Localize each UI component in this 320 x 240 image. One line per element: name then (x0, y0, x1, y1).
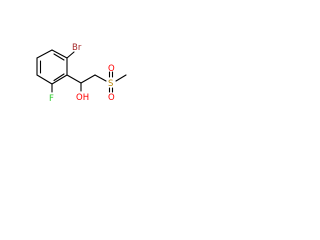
c-br-bond (66, 51, 75, 59)
ch2-to-s-bond (94, 74, 107, 82)
fluorine-label: F (49, 94, 54, 104)
ring-bond-5 (36, 74, 53, 85)
hydroxyl-label: OH (76, 93, 89, 103)
oxygen-bottom-label: O (108, 93, 115, 103)
structure-canvas: Br F OH S O O (36, 43, 127, 104)
ring-double-bond-2 (53, 53, 65, 61)
ring-bond-4 (51, 74, 68, 85)
ring-double-bond-3 (53, 73, 65, 82)
carbinol-to-ch2-bond (80, 74, 96, 84)
s-to-methyl-bond (115, 74, 127, 82)
oxygen-top-label: O (108, 64, 115, 74)
ring-to-carbinol-bond (66, 74, 82, 84)
sulfur-label: S (108, 79, 113, 89)
ring-bond-2 (51, 49, 68, 59)
ring-bond-1 (36, 49, 53, 59)
bromine-label: Br (72, 43, 82, 53)
benzene-ring (36, 49, 68, 85)
